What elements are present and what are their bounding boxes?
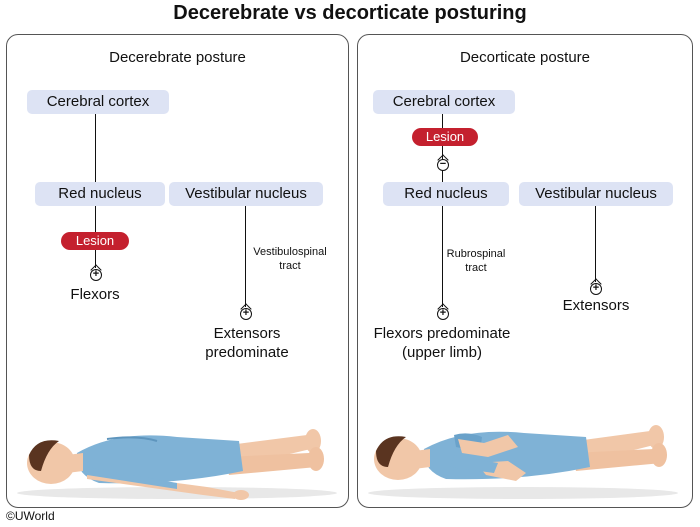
vestibulospinal-line bbox=[245, 206, 246, 307]
panel-heading-decerebrate: Decerebrate posture bbox=[109, 49, 246, 66]
plus-sign-icon: + bbox=[90, 269, 102, 281]
tract-label-line1: Rubrospinal bbox=[446, 248, 506, 260]
cerebral-cortex-box: Cerebral cortex bbox=[373, 90, 515, 114]
lesion-badge: Lesion bbox=[61, 232, 129, 250]
decerebrate-panel: Decerebrate posture Cerebral cortex − Re… bbox=[6, 34, 349, 508]
vestibular-nucleus-box: Vestibular nucleus bbox=[169, 182, 323, 206]
cerebral-cortex-box: Cerebral cortex bbox=[27, 90, 169, 114]
panel-heading-decorticate: Decorticate posture bbox=[459, 49, 591, 66]
tract-label: Rubrospinal tract bbox=[446, 247, 506, 275]
lesion-badge: Lesion bbox=[412, 128, 478, 146]
minus-sign-icon: − bbox=[437, 159, 449, 171]
extensors-label-line1: Extensors bbox=[213, 325, 281, 342]
vestibular-line bbox=[595, 206, 596, 282]
vestibular-nucleus-box: Vestibular nucleus bbox=[519, 182, 673, 206]
extensors-label: Extensors predominate bbox=[187, 324, 307, 362]
extensors-label-line2: predominate bbox=[205, 344, 289, 361]
plus-sign-icon: + bbox=[590, 283, 602, 295]
plus-sign-icon: + bbox=[437, 308, 449, 320]
decerebrate-patient-illustration bbox=[17, 429, 337, 500]
flexors-label-line2: (upper limb) bbox=[401, 344, 483, 361]
tract-label: Vestibulospinal tract bbox=[247, 245, 333, 273]
cortex-to-red-line bbox=[442, 114, 443, 185]
decorticate-patient-illustration bbox=[368, 425, 678, 499]
figure-title: Decerebrate vs decorticate posturing bbox=[173, 2, 527, 24]
flexors-predominate-label: Flexors predominate (upper limb) bbox=[362, 324, 522, 362]
extensors-label: Extensors bbox=[562, 297, 630, 314]
flexors-label: Flexors bbox=[70, 286, 120, 303]
decorticate-panel: Decorticate posture Cerebral cortex Lesi… bbox=[357, 34, 693, 508]
tract-label-line2: tract bbox=[465, 262, 487, 274]
red-nucleus-box: Red nucleus bbox=[35, 182, 165, 206]
tract-label-line1: Vestibulospinal bbox=[253, 246, 327, 258]
red-nucleus-box: Red nucleus bbox=[383, 182, 509, 206]
rubrospinal-line bbox=[442, 206, 443, 307]
tract-label-line2: tract bbox=[279, 260, 301, 272]
copyright-notice: ©UWorld bbox=[6, 509, 55, 523]
cortex-to-red-line bbox=[95, 114, 96, 185]
plus-sign-icon: + bbox=[240, 308, 252, 320]
flexors-label-line1: Flexors predominate bbox=[373, 325, 511, 342]
